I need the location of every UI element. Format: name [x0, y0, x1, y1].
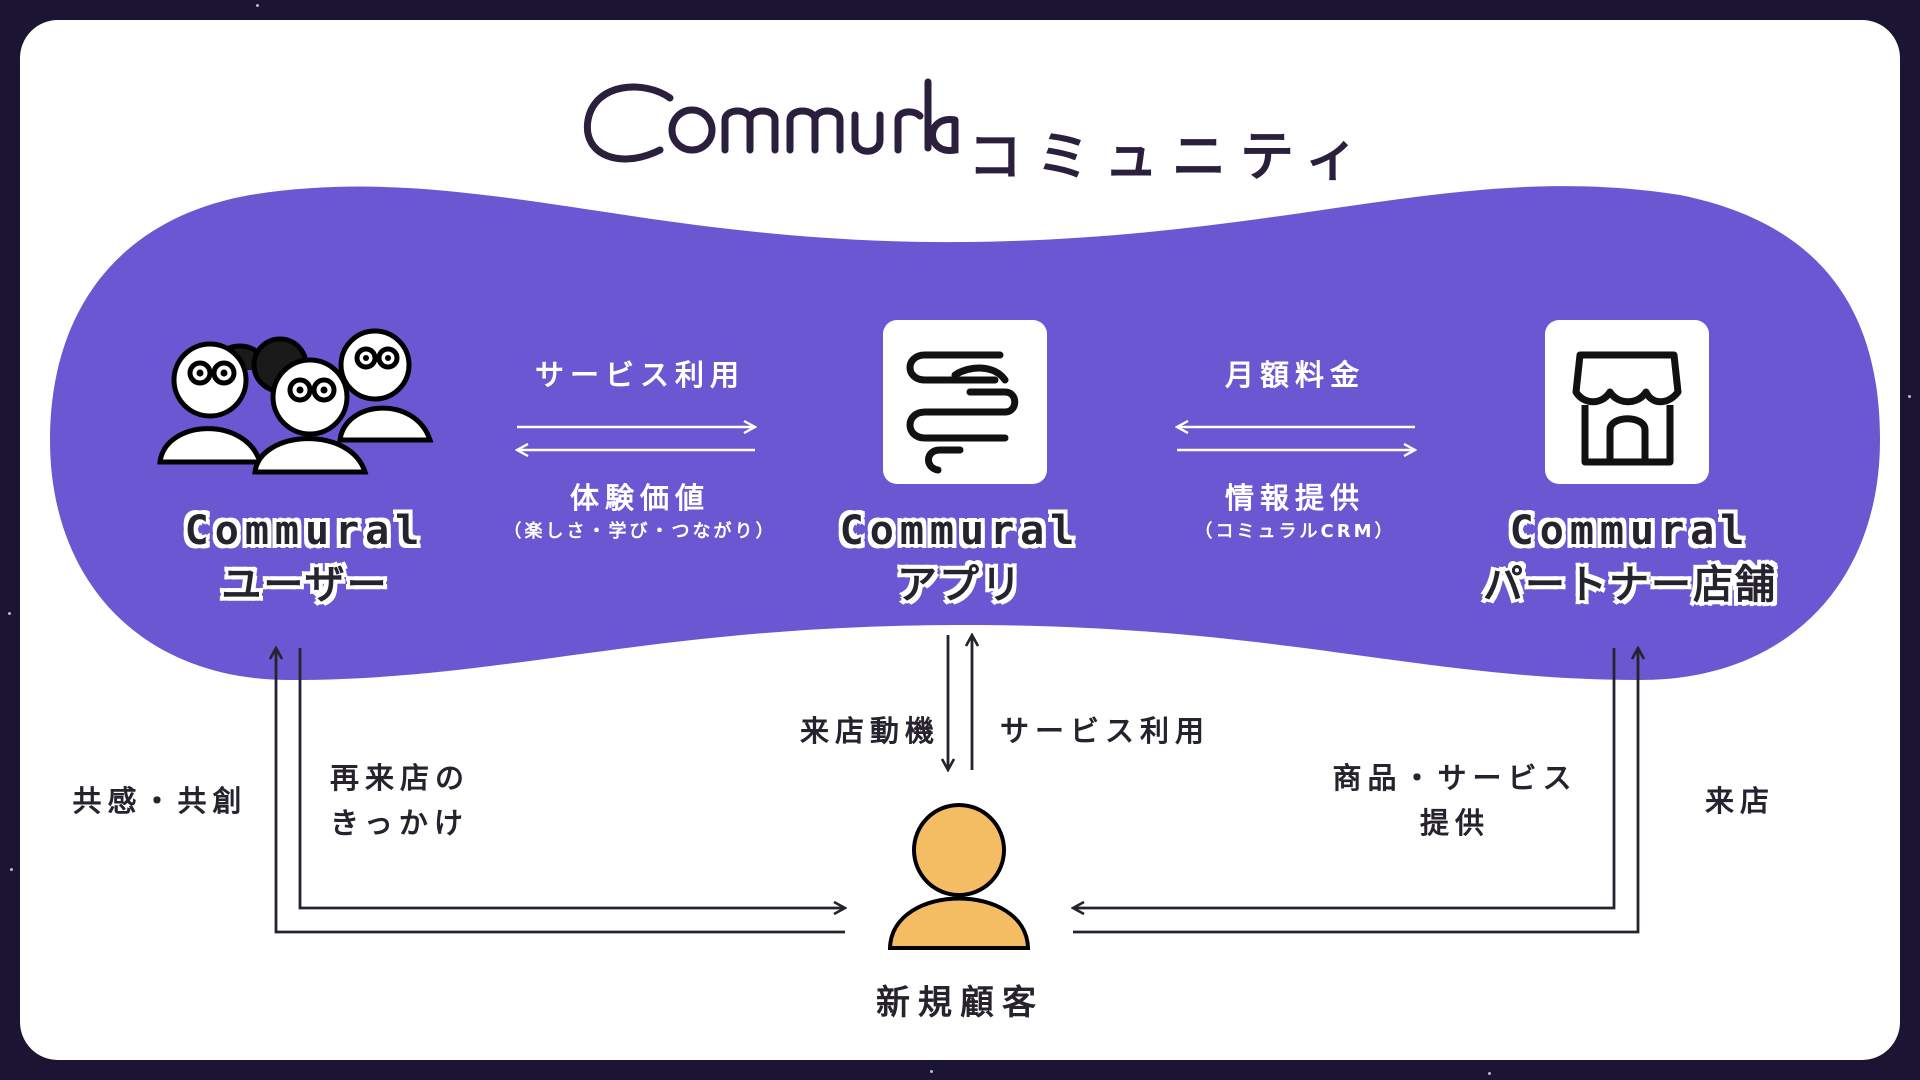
flow-app-customer-left: 来店動機 [799, 714, 940, 748]
node-customer-label: 新規顧客 [876, 983, 1044, 1023]
commural-logo [583, 78, 959, 163]
flow-app-partner-top: 月額料金 [1224, 358, 1365, 392]
page-title-suffix: コミュニティ [968, 125, 1373, 188]
node-app-line2: アプリ [897, 562, 1023, 608]
users-group-icon [157, 328, 434, 475]
node-partner-line1: Commural [1509, 508, 1751, 554]
node-app-label: Commural アプリ [815, 504, 1105, 612]
flow-partner-customer-inner-1: 商品・サービス [1332, 761, 1578, 795]
star [8, 612, 11, 615]
node-partner-line2: パートナー店舗 [1483, 562, 1777, 608]
star [10, 868, 13, 871]
storefront-icon [1545, 320, 1709, 484]
star [1488, 1072, 1491, 1075]
arrow-customer-to-partner [1073, 648, 1638, 934]
node-users-line2: ユーザー [221, 562, 389, 608]
flow-app-partner-bottom-sub: （コミュラルCRM） [1194, 521, 1396, 542]
flow-users-app-bottom-sub: （楽しさ・学び・つながり） [503, 521, 777, 542]
diagram-canvas [50, 78, 1880, 950]
star [1908, 395, 1911, 398]
flow-users-app-top: サービス利用 [534, 358, 745, 392]
node-users-line1: Commural [184, 508, 426, 554]
commural-app-icon [883, 320, 1047, 484]
flow-users-customer-outer: 共感・共創 [72, 784, 248, 818]
person-icon [887, 803, 1031, 950]
node-app-line1: Commural [839, 508, 1081, 554]
flow-users-customer-inner-1: 再来店の [330, 761, 471, 795]
node-partner-label: Commural パートナー店舗 [1450, 504, 1810, 612]
arrow-users-to-customer [298, 648, 845, 908]
flow-app-customer-right: サービス利用 [1000, 714, 1211, 748]
star [930, 1070, 933, 1073]
arrow-partner-to-customer [1073, 648, 1616, 908]
star [256, 4, 259, 7]
flow-partner-customer-outer: 来店 [1704, 784, 1775, 818]
flow-app-partner-bottom: 情報提供 [1224, 481, 1365, 515]
flow-users-app-bottom: 体験価値 [569, 481, 710, 515]
node-users-label: Commural ユーザー [160, 504, 450, 612]
flow-users-customer-inner-2: きっかけ [330, 806, 469, 840]
diagram-card: コミュニティ Commural ユーザー Commural アプリ Commur… [20, 20, 1900, 1060]
arrow-customer-to-users [276, 648, 845, 934]
flow-partner-customer-inner-2: 提供 [1419, 806, 1490, 840]
